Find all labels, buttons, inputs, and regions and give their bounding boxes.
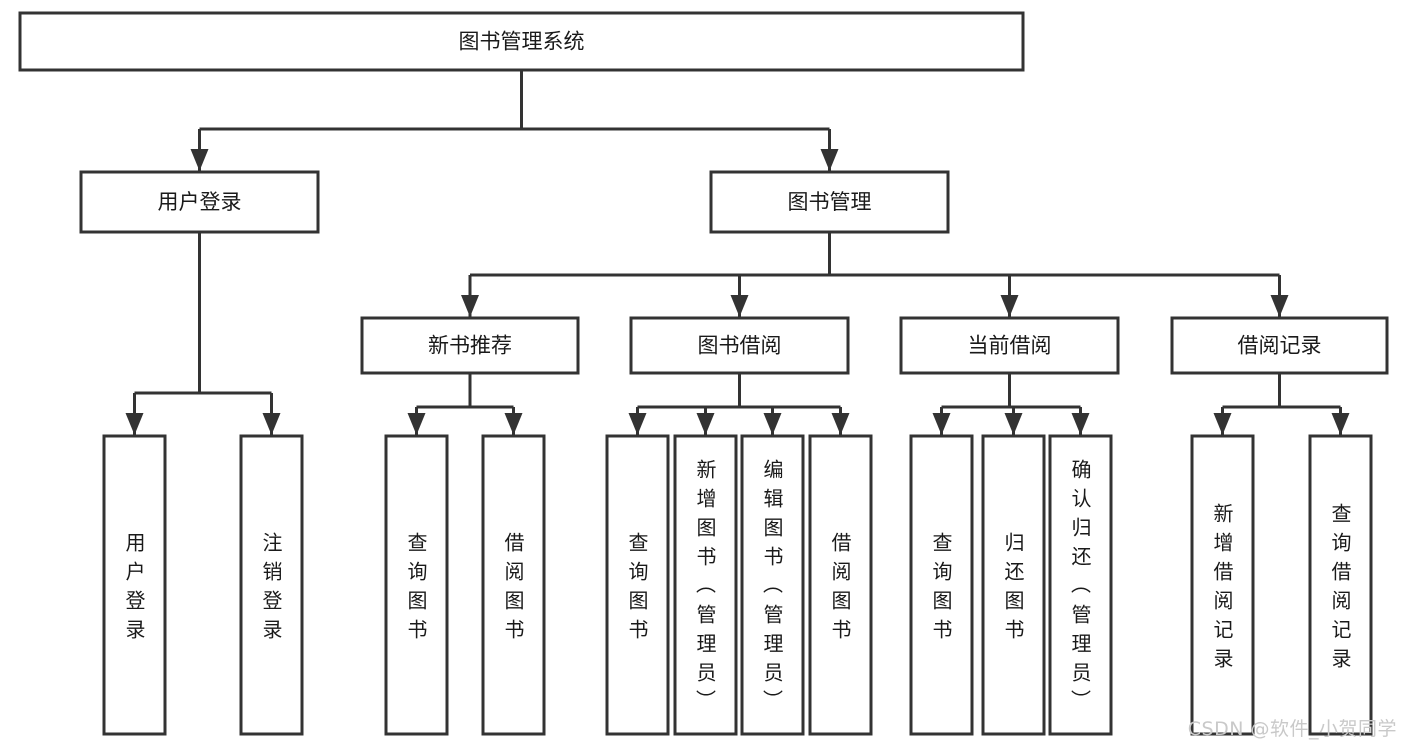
- node-label-book-borrow: 图书借阅: [698, 334, 782, 358]
- node-label-leaf-add-book: 新增图书（管理员）: [696, 458, 717, 714]
- arrowhead-leaf-return-book: [1004, 413, 1023, 435]
- node-box-book-borrow: [629, 316, 850, 375]
- node-book-manage[interactable]: 图书管理: [709, 170, 950, 234]
- arrowhead-user-login: [190, 149, 209, 171]
- node-borrow-record[interactable]: 借阅记录: [1170, 316, 1389, 375]
- node-label-leaf-confirm-return: 确认归还（管理员）: [1071, 458, 1092, 714]
- node-box-leaf-add-book: [673, 434, 738, 736]
- node-box-leaf-query-book-3: [909, 434, 974, 736]
- node-label-leaf-edit-book: 编辑图书（管理员）: [763, 458, 784, 714]
- node-leaf-add-book[interactable]: 新增图书（管理员）: [673, 434, 738, 736]
- node-leaf-borrow-book-1[interactable]: 借阅图书: [481, 434, 546, 736]
- node-new-book-recommend[interactable]: 新书推荐: [360, 316, 580, 375]
- arrowhead-leaf-add-record: [1213, 413, 1232, 435]
- node-box-leaf-query-record: [1308, 434, 1373, 736]
- node-label-leaf-add-record: 新增借阅记录: [1214, 502, 1234, 671]
- node-label-new-book-recommend: 新书推荐: [428, 334, 512, 358]
- node-leaf-query-record[interactable]: 查询借阅记录: [1308, 434, 1373, 736]
- arrowhead-leaf-query-book-3: [932, 413, 951, 435]
- node-box-leaf-add-record: [1190, 434, 1255, 736]
- node-label-leaf-logout: 注销登录: [263, 531, 283, 642]
- node-label-current-borrow: 当前借阅: [968, 334, 1052, 358]
- arrowhead-new-book-recommend: [461, 295, 479, 317]
- node-box-leaf-borrow-book-1: [481, 434, 546, 736]
- node-label-root: 图书管理系统: [459, 30, 585, 54]
- node-box-root: [18, 11, 1025, 72]
- node-current-borrow[interactable]: 当前借阅: [899, 316, 1120, 375]
- connector-layer: [125, 70, 1350, 435]
- node-label-leaf-borrow-book-2: 借阅图书: [832, 531, 852, 642]
- node-label-leaf-query-book-3: 查询图书: [933, 531, 953, 642]
- arrowhead-leaf-borrow-book-1: [504, 413, 523, 435]
- node-leaf-logout[interactable]: 注销登录: [239, 434, 304, 736]
- node-root[interactable]: 图书管理系统: [18, 11, 1025, 72]
- arrowhead-book-borrow: [730, 295, 749, 317]
- node-label-book-manage: 图书管理: [788, 190, 872, 214]
- node-label-leaf-user-login: 用户登录: [126, 531, 146, 642]
- node-box-leaf-return-book: [981, 434, 1046, 736]
- node-label-leaf-query-book-1: 查询图书: [408, 531, 428, 642]
- arrowhead-leaf-edit-book: [763, 413, 782, 435]
- node-leaf-query-book-2[interactable]: 查询图书: [605, 434, 670, 736]
- arrowhead-leaf-user-login: [125, 413, 144, 435]
- node-leaf-add-record[interactable]: 新增借阅记录: [1190, 434, 1255, 736]
- arrowhead-leaf-borrow-book-2: [831, 413, 850, 435]
- node-box-leaf-borrow-book-2: [808, 434, 873, 736]
- arrowhead-current-borrow: [1000, 295, 1019, 317]
- node-box-user-login: [79, 170, 320, 234]
- node-box-current-borrow: [899, 316, 1120, 375]
- node-leaf-edit-book[interactable]: 编辑图书（管理员）: [740, 434, 805, 736]
- node-label-leaf-query-record: 查询借阅记录: [1332, 502, 1352, 671]
- node-label-leaf-borrow-book-1: 借阅图书: [505, 531, 525, 642]
- node-box-leaf-logout: [239, 434, 304, 736]
- arrowhead-leaf-confirm-return: [1071, 413, 1090, 435]
- node-label-user-login: 用户登录: [158, 190, 242, 214]
- arrowhead-leaf-query-book-2: [628, 413, 647, 435]
- arrowhead-leaf-query-record: [1331, 413, 1350, 435]
- node-leaf-return-book[interactable]: 归还图书: [981, 434, 1046, 736]
- arrowhead-leaf-add-book: [696, 413, 715, 435]
- node-label-borrow-record: 借阅记录: [1238, 334, 1322, 358]
- watermark-text: CSDN @软件_小贺同学: [1187, 718, 1397, 740]
- node-leaf-query-book-1[interactable]: 查询图书: [384, 434, 449, 736]
- node-user-login[interactable]: 用户登录: [79, 170, 320, 234]
- arrowhead-leaf-query-book-1: [407, 413, 426, 435]
- node-leaf-user-login[interactable]: 用户登录: [102, 434, 167, 736]
- arrowhead-borrow-record: [1270, 295, 1289, 317]
- node-label-leaf-return-book: 归还图书: [1005, 531, 1025, 642]
- node-box-new-book-recommend: [360, 316, 580, 375]
- node-layer: 图书管理系统用户登录图书管理新书推荐图书借阅当前借阅借阅记录用户登录注销登录查询…: [18, 11, 1389, 736]
- node-box-leaf-confirm-return: [1048, 434, 1113, 736]
- node-box-leaf-user-login: [102, 434, 167, 736]
- node-box-book-manage: [709, 170, 950, 234]
- node-box-leaf-query-book-2: [605, 434, 670, 736]
- arrowhead-leaf-logout: [262, 413, 281, 435]
- node-box-borrow-record: [1170, 316, 1389, 375]
- node-leaf-borrow-book-2[interactable]: 借阅图书: [808, 434, 873, 736]
- node-leaf-query-book-3[interactable]: 查询图书: [909, 434, 974, 736]
- arrowhead-book-manage: [820, 149, 839, 171]
- node-box-leaf-query-book-1: [384, 434, 449, 736]
- node-label-leaf-query-book-2: 查询图书: [629, 531, 649, 642]
- node-leaf-confirm-return[interactable]: 确认归还（管理员）: [1048, 434, 1113, 736]
- node-box-leaf-edit-book: [740, 434, 805, 736]
- node-book-borrow[interactable]: 图书借阅: [629, 316, 850, 375]
